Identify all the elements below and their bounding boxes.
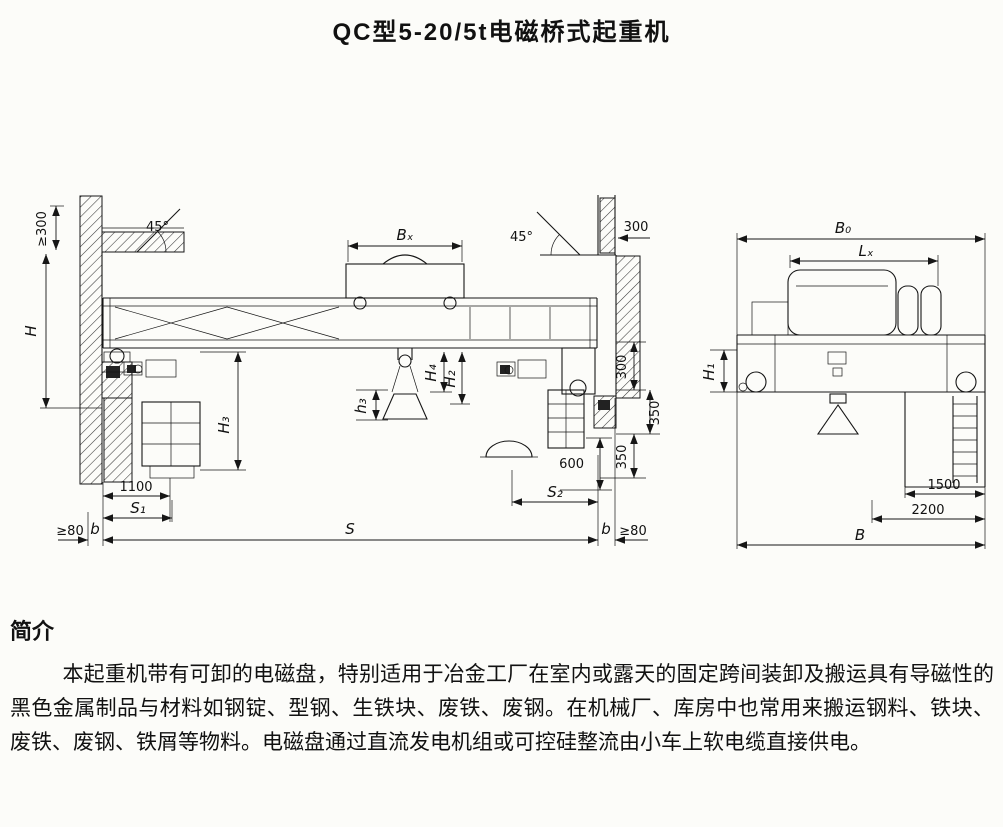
dim-side-300: 300 (615, 355, 630, 380)
trolley-side-body (787, 269, 897, 336)
front-view-dimensions: ≥300 H 45° 45° Bₓ 300 300 350 (22, 205, 663, 546)
trolley-platform (751, 301, 789, 336)
side-view-dimensions: B₀ Lₓ H₁ 1500 2200 B (700, 219, 986, 549)
end-wheel-right (955, 371, 977, 393)
ladder-rungs (953, 403, 977, 477)
right-angle-arc (550, 234, 560, 256)
dim-overall-B: B (855, 526, 865, 544)
dim-trolley-width-Bx: Bₓ (397, 226, 414, 244)
dim-hook-H4: H₄ (422, 364, 440, 381)
right-chamfer-line (536, 211, 581, 256)
dim-hook-H2: H₂ (441, 370, 459, 387)
left-end-truck (103, 351, 131, 363)
left-ceiling-hatch (101, 231, 185, 253)
dim-gap-right: ≥80 (619, 524, 646, 539)
dim-angle-right: 45° (510, 230, 533, 245)
right-end-truck (561, 347, 596, 395)
side-view: B₀ Lₓ H₁ 1500 2200 B (700, 219, 986, 549)
dim-overall-B0: B₀ (835, 219, 851, 237)
magnet-cone-side (816, 404, 860, 435)
intro-paragraph: 本起重机带有可卸的电磁盘，特别适用于冶金工厂在室内或露天的固定跨间装卸及搬运具有… (10, 663, 994, 754)
dim-width-2200: 2200 (911, 503, 944, 518)
ladder-rails (952, 396, 978, 483)
dim-clearance-top-right: 300 (624, 220, 649, 235)
right-runway-wheel (569, 379, 587, 397)
dim-height-H1: H₁ (700, 363, 718, 380)
technical-drawing: ≥300 H 45° 45° Bₓ 300 300 350 (22, 195, 986, 549)
magnet-suspension (829, 393, 847, 404)
right-upper-wall-hatch (599, 197, 616, 254)
magnet-dome (485, 440, 533, 458)
girder-x-brace-2 (226, 306, 340, 340)
dim-rail-b-left: b (90, 520, 100, 538)
dim-column-H3: H₃ (215, 416, 233, 433)
dim-rail-b-right: b (601, 520, 611, 538)
left-wall-hatch (79, 195, 103, 485)
side-structure (736, 269, 986, 488)
intro-section: 简介 本起重机带有可卸的电磁盘，特别适用于冶金工厂在室内或露天的固定跨间装卸及搬… (10, 614, 994, 760)
left-angle-arc (157, 231, 167, 253)
stacked-load (141, 401, 201, 479)
dim-height-H: H (22, 325, 40, 336)
dim-drop-600: 600 (559, 457, 584, 472)
trolley-spring-2 (920, 285, 942, 336)
trolley-body (345, 263, 465, 299)
end-wheel-left (745, 371, 767, 393)
end-cab-outline (904, 392, 986, 488)
dim-clearance-top-left: ≥300 (35, 211, 50, 247)
under-bridge-machinery (102, 359, 585, 449)
dim-trolley-gauge-Lx: Lₓ (858, 242, 873, 260)
magnet-disc-front (480, 440, 538, 458)
trolley-wheel-left (353, 296, 367, 310)
hook-pulley (398, 354, 412, 368)
left-runway-wheel (109, 348, 125, 364)
intro-heading: 简介 (10, 619, 55, 644)
right-rail-clip (598, 400, 610, 410)
dim-width-1100: 1100 (119, 480, 152, 495)
front-view: ≥300 H 45° 45° Bₓ 300 300 350 (22, 195, 663, 546)
page-title: QC型5-20/5t电磁桥式起重机 (332, 19, 671, 46)
dim-approach-S2: S₂ (547, 483, 563, 501)
dim-side-350-upper: 350 (648, 401, 663, 426)
dim-approach-S1: S₁ (130, 499, 146, 517)
left-chamfer-line (136, 208, 181, 253)
dim-width-1500: 1500 (927, 478, 960, 493)
dim-span-S: S (345, 520, 355, 538)
dim-hook-h3: h₃ (352, 398, 370, 414)
dim-angle-left: 45° (146, 220, 169, 235)
magnet-yoke (382, 393, 428, 420)
dim-gap-left: ≥80 (56, 524, 83, 539)
building-wall-lines (101, 195, 617, 398)
trolley-wheel-right (443, 296, 457, 310)
left-lower-wall-hatch (103, 397, 133, 483)
bridge-girder (102, 297, 598, 397)
trolley-spring-1 (897, 285, 919, 336)
dim-side-350-lower: 350 (615, 445, 630, 470)
trolley-front (345, 254, 465, 420)
cable-drum-arc (382, 254, 428, 265)
hoist-ropes (391, 365, 419, 393)
girder-x-brace-1 (114, 306, 228, 340)
